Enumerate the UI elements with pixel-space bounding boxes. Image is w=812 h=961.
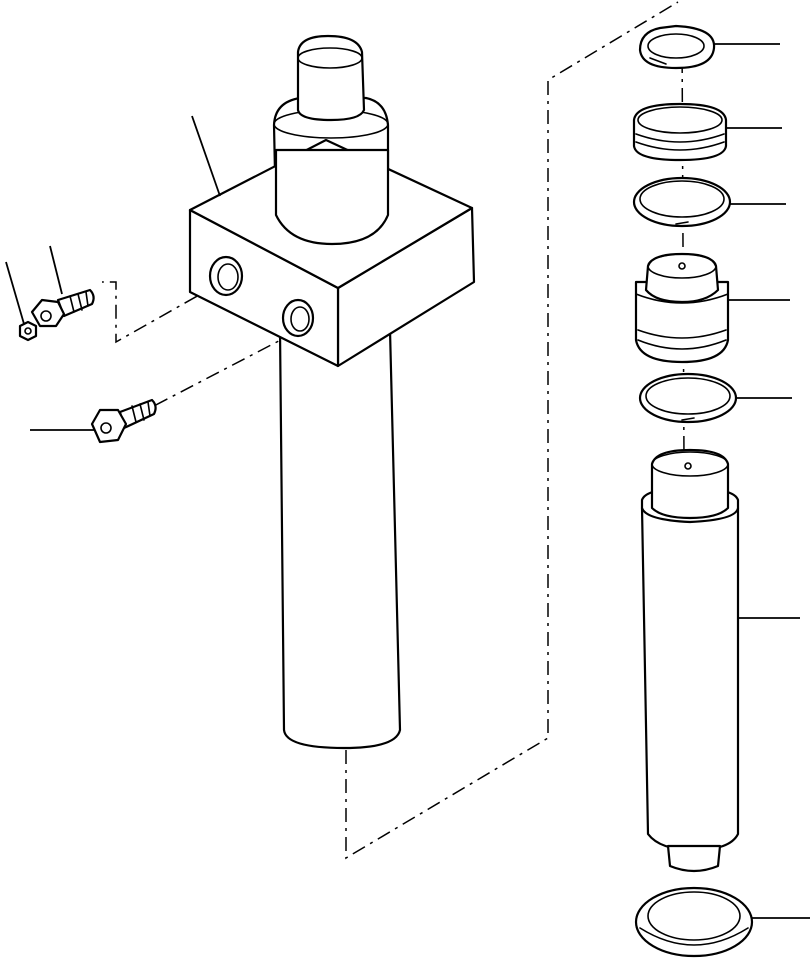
port-plug-large[interactable] [30, 400, 156, 442]
snap-ring-gap [650, 58, 666, 64]
seal-upper-split [676, 222, 688, 224]
piston-rod[interactable] [642, 450, 800, 871]
plug-large-center [101, 423, 111, 433]
piston-rod-head [652, 450, 728, 518]
plug-small-center [41, 311, 51, 321]
port-line-small [102, 282, 222, 342]
washer[interactable] [6, 262, 36, 340]
wear-ring[interactable] [634, 104, 782, 160]
piston-head-hole [679, 263, 685, 269]
plug-large-hex [92, 410, 126, 442]
wear-ring-top [638, 107, 722, 133]
seal-upper-inner [640, 181, 724, 217]
washer-hole [25, 328, 31, 334]
rod-seal-outer [636, 888, 752, 956]
plug-small-hex [32, 300, 64, 326]
piston-rod-head-top [652, 452, 728, 476]
cylinder-top-stub [298, 36, 364, 120]
plug-large-thread [120, 400, 156, 428]
cylinder-body[interactable] [190, 36, 474, 748]
seal-upper-outer [634, 178, 730, 226]
leader-cylinder-body [192, 116, 220, 196]
seal-ring-lower[interactable] [640, 374, 792, 422]
wear-ring-grooves [636, 134, 724, 150]
plug-small-thread-lines [70, 292, 88, 312]
piston-rod-tip [668, 846, 720, 871]
seal-lower-split [682, 418, 694, 420]
piston-rod-hole [685, 463, 691, 469]
plug-large-thread-lines [132, 402, 150, 422]
port-line-large [150, 332, 296, 408]
mounting-port-large-inner [291, 307, 309, 331]
seal-ring-upper[interactable] [634, 178, 786, 226]
rod-seal-lip [640, 928, 748, 945]
cylinder-barrel [280, 330, 400, 748]
snap-ring[interactable] [640, 26, 780, 68]
snap-ring-outer [640, 26, 714, 68]
rod-seal[interactable] [636, 888, 810, 956]
mounting-port-small-inner [218, 264, 238, 290]
plug-small-thread [58, 290, 94, 316]
piston-rod-shaft [642, 508, 738, 850]
rod-seal-inner [648, 892, 740, 940]
piston-head-body [636, 282, 728, 362]
top-stub-cap [298, 48, 362, 68]
washer-shape [20, 322, 36, 340]
port-plug-small[interactable] [32, 246, 94, 326]
snap-ring-inner [648, 34, 704, 58]
leader-washer [6, 262, 24, 324]
centerline-main [346, 2, 678, 858]
barrel-through-block [276, 150, 388, 244]
wear-ring-body [634, 104, 726, 160]
leader-plug-small [50, 246, 62, 294]
piston-head-cap-top [648, 254, 716, 278]
seal-lower-inner [646, 378, 730, 414]
piston-head[interactable] [636, 254, 790, 362]
